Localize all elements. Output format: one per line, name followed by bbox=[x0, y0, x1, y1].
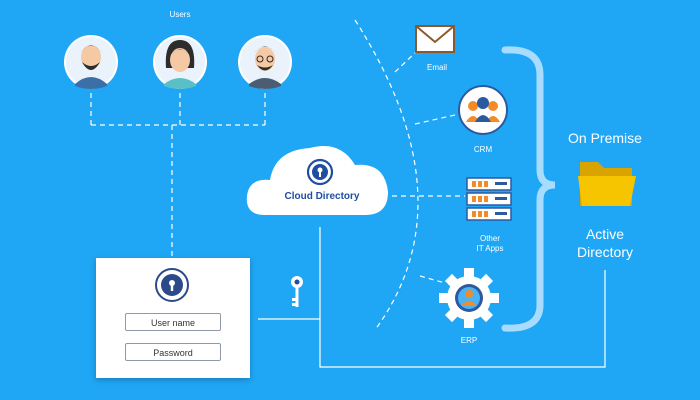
cloud-directory-label: Cloud Directory bbox=[284, 191, 360, 202]
solid-connectors bbox=[258, 227, 606, 368]
user-avatar-1 bbox=[64, 35, 118, 89]
other-it-apps-label: Other IT Apps bbox=[460, 234, 520, 254]
user-avatar-3 bbox=[238, 35, 292, 89]
login-card: User name Password bbox=[96, 258, 250, 378]
user-avatar-2 bbox=[153, 35, 207, 89]
email-icon bbox=[415, 25, 455, 53]
active-directory-label: Active Directory bbox=[555, 225, 655, 261]
username-field[interactable]: User name bbox=[125, 313, 221, 331]
active-directory-line2: Directory bbox=[576, 244, 633, 260]
server-icon bbox=[466, 177, 512, 221]
active-directory-line1: Active bbox=[585, 226, 625, 242]
folder-icon bbox=[578, 162, 636, 206]
other-it-apps-line2: IT Apps bbox=[476, 244, 504, 253]
app-connectors bbox=[392, 49, 465, 284]
erp-gear-icon bbox=[439, 268, 499, 328]
key-icon bbox=[291, 276, 303, 307]
erp-label: ERP bbox=[460, 336, 478, 345]
user-connectors bbox=[90, 93, 266, 258]
on-premise-label: On Premise bbox=[568, 130, 642, 146]
other-it-apps-line1: Other bbox=[479, 234, 500, 243]
cloud-directory-shape bbox=[246, 146, 388, 215]
users-title: Users bbox=[169, 10, 191, 19]
password-field[interactable]: Password bbox=[125, 343, 221, 361]
lock-icon bbox=[155, 268, 189, 302]
crm-label: CRM bbox=[473, 145, 493, 154]
crm-icon bbox=[458, 85, 508, 135]
email-label: Email bbox=[426, 63, 447, 72]
on-premise-bracket bbox=[501, 46, 556, 332]
apps-boundary-arc bbox=[354, 19, 419, 331]
